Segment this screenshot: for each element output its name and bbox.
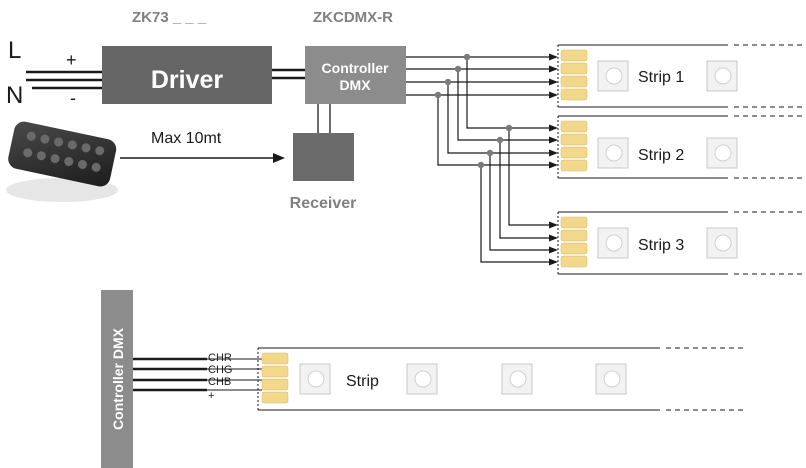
bottom-led-strip: Strip	[257, 347, 745, 411]
dmx-junction-dots	[434, 53, 513, 169]
plus-label: +	[66, 50, 77, 70]
controller-code: ZKCDMX-R	[313, 9, 393, 26]
led-strip-1: Strip 1	[557, 44, 806, 108]
minus-label: -	[70, 88, 76, 108]
receiver-box	[293, 133, 354, 181]
controller-label-1: Controller	[322, 60, 389, 76]
bottom-controller-box	[101, 290, 133, 468]
strip-connector-arrows	[549, 53, 558, 266]
range-label: Max 10mt	[151, 130, 222, 147]
channel-label-plus: +	[208, 390, 214, 402]
strip-1-label: Strip 1	[638, 69, 684, 86]
receiver-label: Receiver	[290, 195, 357, 212]
driver-label: Driver	[151, 66, 224, 94]
mains-wires	[26, 70, 102, 90]
driver-code: ZK73 _ _ _	[132, 9, 207, 26]
controller-label-2: DMX	[339, 77, 371, 93]
remote-control-icon	[6, 121, 118, 202]
led-strip-3: Strip 3	[557, 211, 806, 275]
channel-label-chg: CHG	[208, 364, 232, 376]
led-strip-2: Strip 2	[557, 115, 806, 179]
line-label: L	[8, 37, 21, 64]
neutral-label: N	[6, 82, 23, 109]
channel-label-chb: CHB	[208, 376, 231, 388]
driver-box	[102, 46, 272, 104]
receiver-link-wires	[317, 104, 331, 133]
bottom-controller-label: Controller DMX	[110, 327, 126, 430]
strip-3-label: Strip 3	[638, 237, 684, 254]
channel-wires-thin	[207, 358, 262, 391]
bottom-strip-label: Strip	[346, 373, 379, 390]
strip-2-label: Strip 2	[638, 147, 684, 164]
controller-box	[305, 46, 406, 104]
dmx-bus-wires	[406, 56, 550, 263]
channel-wires	[133, 357, 207, 392]
driver-to-controller-wires	[272, 68, 305, 80]
channel-label-chr: CHR	[208, 352, 232, 364]
range-arrow	[120, 153, 285, 163]
